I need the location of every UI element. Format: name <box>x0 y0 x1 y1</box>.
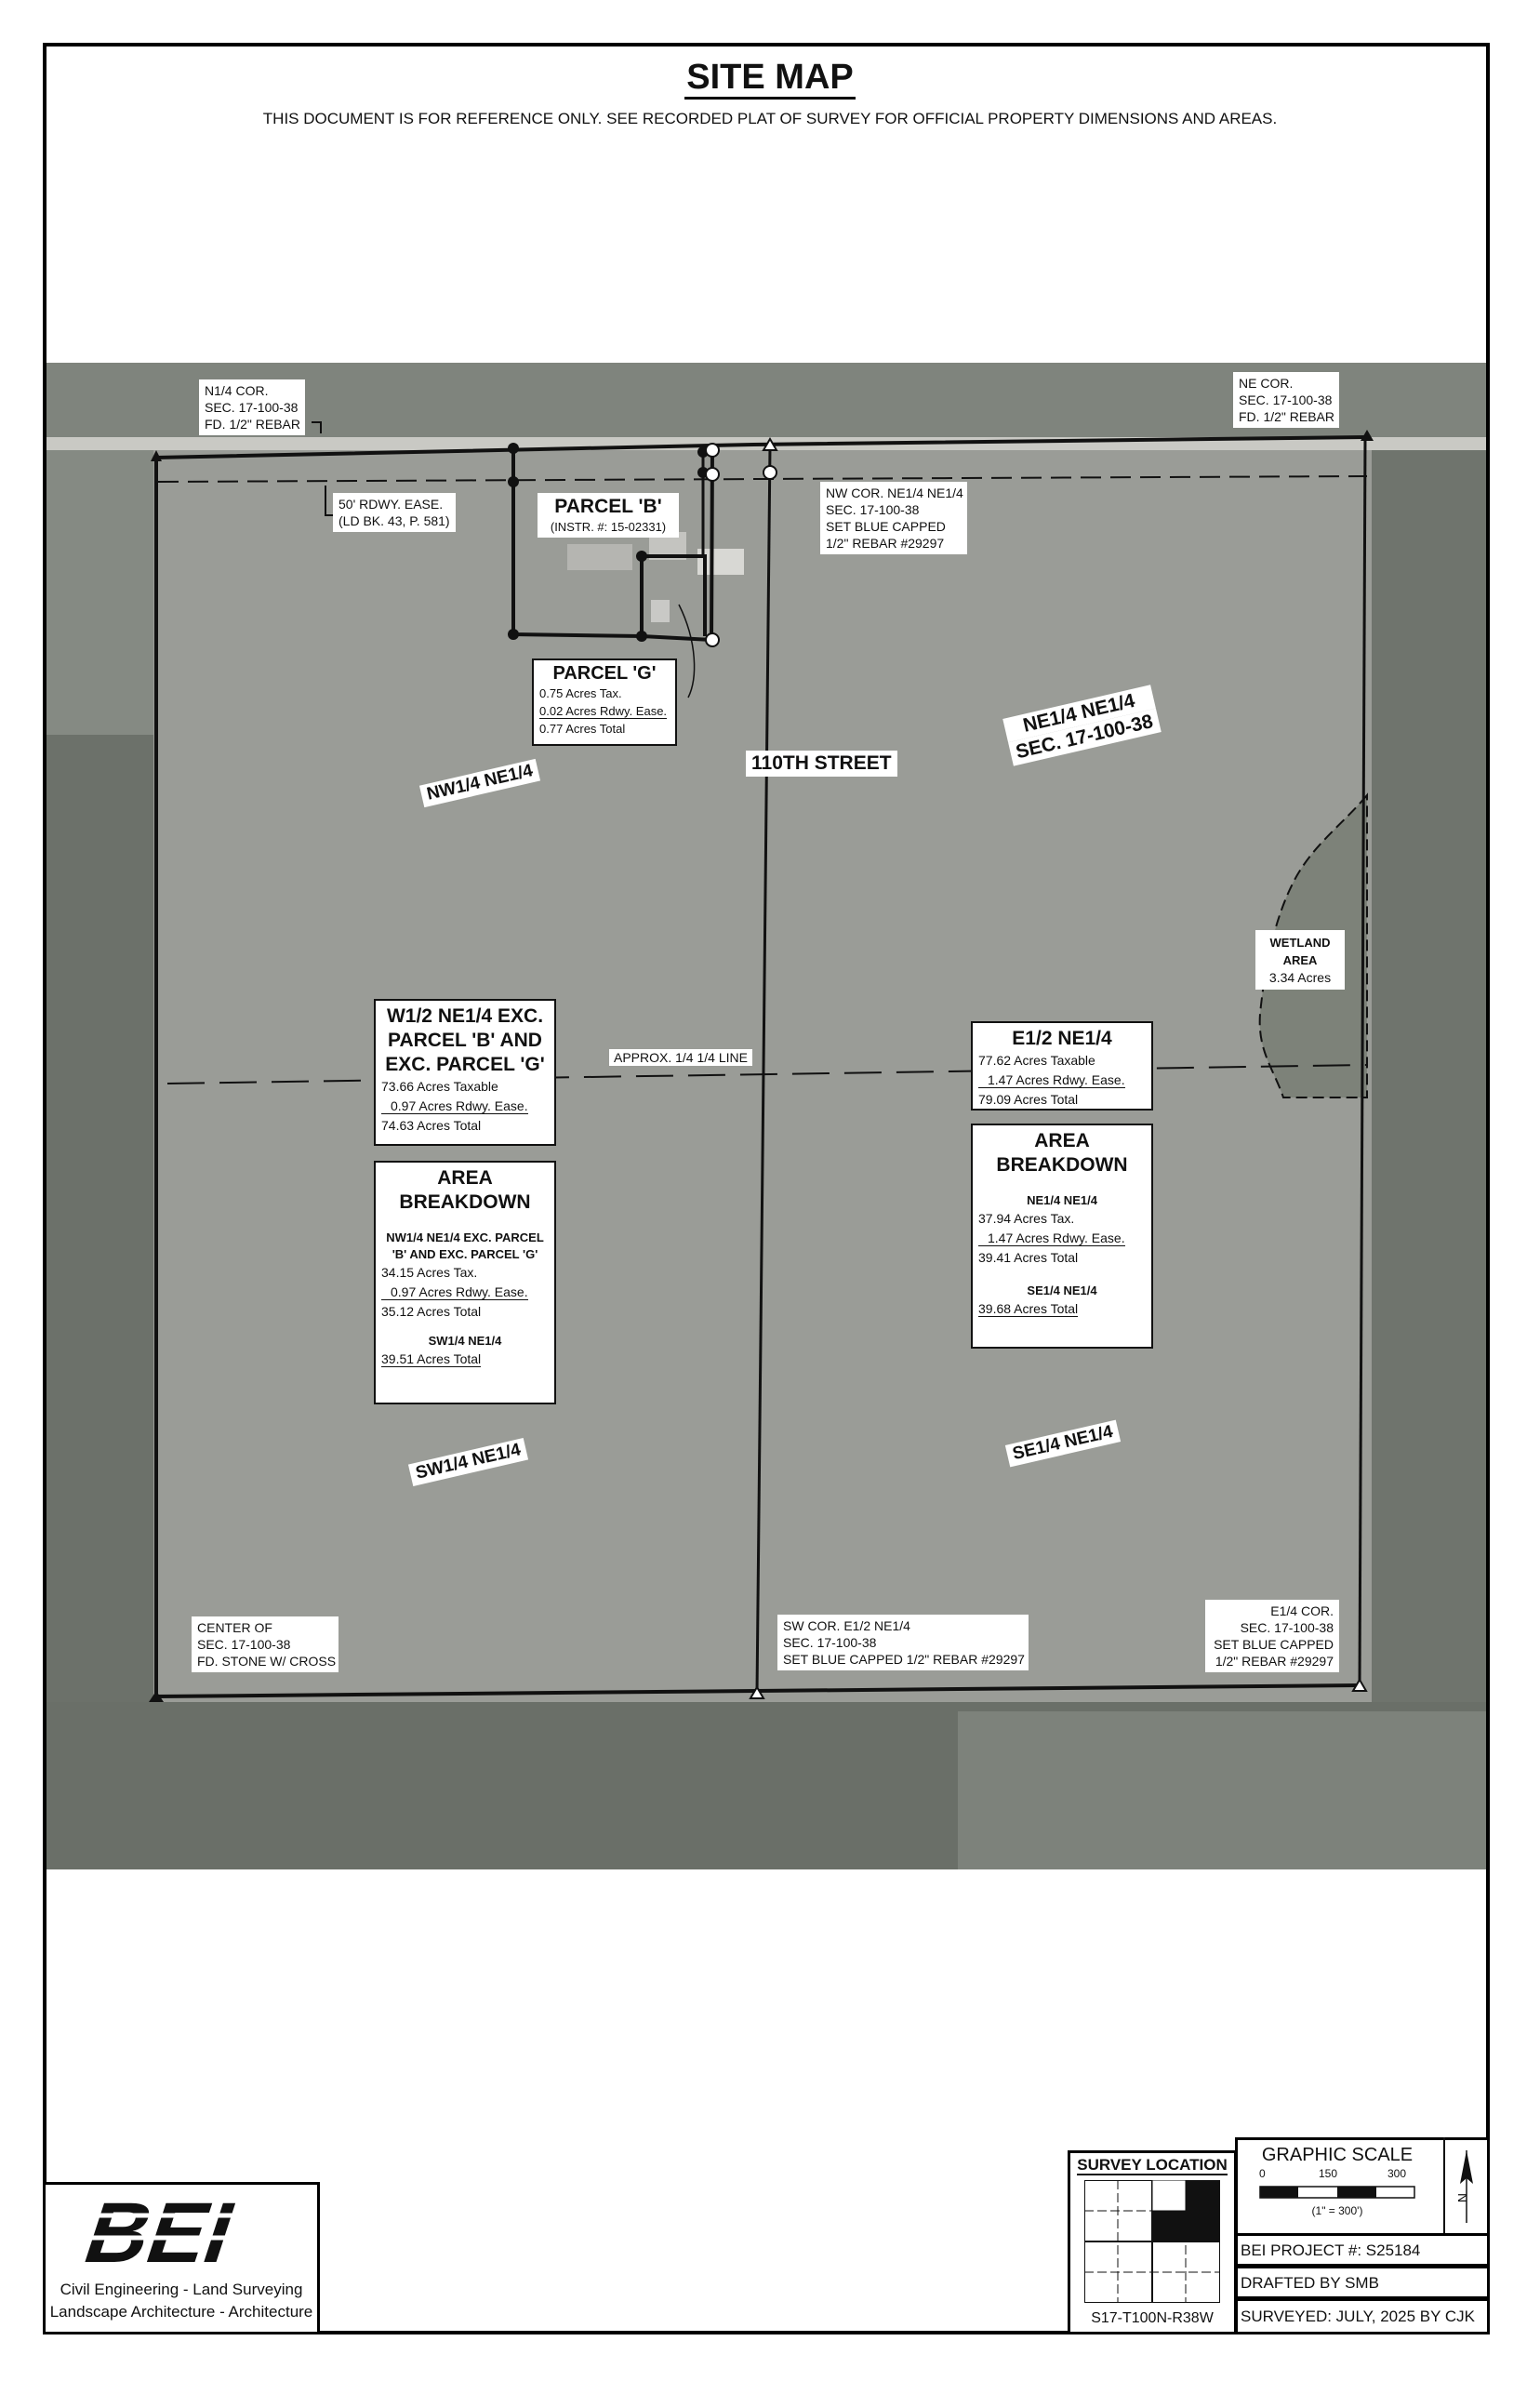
quarter-line-label: APPROX. 1/4 1/4 LINE <box>609 1049 752 1066</box>
scale-tick-150: 150 <box>1319 2167 1338 2180</box>
page-subtitle: THIS DOCUMENT IS FOR REFERENCE ONLY. SEE… <box>262 110 1278 127</box>
e12-area-box: E1/2 NE1/4 77.62 Acres Taxable 1.47 Acre… <box>971 1021 1153 1111</box>
east-boundary <box>1358 436 1367 1686</box>
scale-tick-0: 0 <box>1259 2167 1266 2180</box>
page-title: SITE MAP <box>0 58 1540 100</box>
parcel-g-box: PARCEL 'G' 0.75 Acres Tax. 0.02 Acres Rd… <box>532 658 677 746</box>
w-area-breakdown-box: AREA BREAKDOWN NW1/4 NE1/4 EXC. PARCEL '… <box>374 1161 556 1404</box>
parcel-b-label: PARCEL 'B' (INSTR. #: 15-02331) <box>538 493 679 538</box>
west-farmstead <box>46 446 167 735</box>
building <box>567 544 632 570</box>
survey-location-code: S17-T100N-R38W <box>1091 2310 1214 2326</box>
building <box>651 600 670 622</box>
w12-area-box: W1/2 NE1/4 EXC. PARCEL 'B' AND EXC. PARC… <box>374 999 556 1146</box>
west-field <box>46 735 167 1702</box>
drafted-row <box>1235 2266 1490 2299</box>
drafted-by: DRAFTED BY SMB <box>1241 2274 1379 2292</box>
parcel-g-boundary <box>640 447 714 643</box>
survey-location-title: SURVEY LOCATION <box>1077 2156 1228 2175</box>
bei-logo: BEI <box>71 2191 285 2275</box>
scale-ratio: (1" = 300') <box>1311 2204 1363 2217</box>
north-arrow-icon: N <box>1455 2150 1473 2223</box>
sheet-border <box>43 43 1490 2334</box>
center-division-line <box>755 446 772 1694</box>
project-number: BEI PROJECT #: S25184 <box>1241 2241 1421 2259</box>
south-east-field <box>958 1711 1486 1869</box>
survey-location-grid <box>1084 2180 1220 2303</box>
company-services-line-2: Landscape Architecture - Architecture <box>49 2303 313 2321</box>
project-row <box>1235 2233 1490 2267</box>
street-label: 110TH STREET <box>746 751 897 777</box>
graphic-scale-title: GRAPHIC SCALE <box>1261 2145 1414 2165</box>
survey-location-highlight <box>1186 2180 1220 2241</box>
easement-label: 50' RDWY. EASE.(LD BK. 43, P. 581) <box>333 493 456 532</box>
company-title-block <box>43 2182 320 2334</box>
north-arrow-cell <box>1443 2137 1492 2236</box>
svg-text:N: N <box>1455 2193 1470 2202</box>
easement-line <box>157 475 1368 483</box>
surveyed-row <box>1235 2298 1490 2334</box>
svg-text:BEI: BEI <box>73 2191 247 2275</box>
wetland-label: WETLAND AREA 3.34 Acres <box>1255 930 1345 990</box>
e-area-breakdown-box: AREA BREAKDOWN NE1/4 NE1/4 37.94 Acres T… <box>971 1124 1153 1349</box>
company-services-line-1: Civil Engineering - Land Surveying <box>60 2281 303 2298</box>
east-field <box>1367 437 1486 1702</box>
scale-bar <box>1259 2186 1415 2199</box>
scale-tick-300: 300 <box>1387 2167 1407 2180</box>
surveyed-by: SURVEYED: JULY, 2025 BY CJK <box>1241 2308 1475 2325</box>
quarter-quarter-line <box>166 1064 1368 1084</box>
